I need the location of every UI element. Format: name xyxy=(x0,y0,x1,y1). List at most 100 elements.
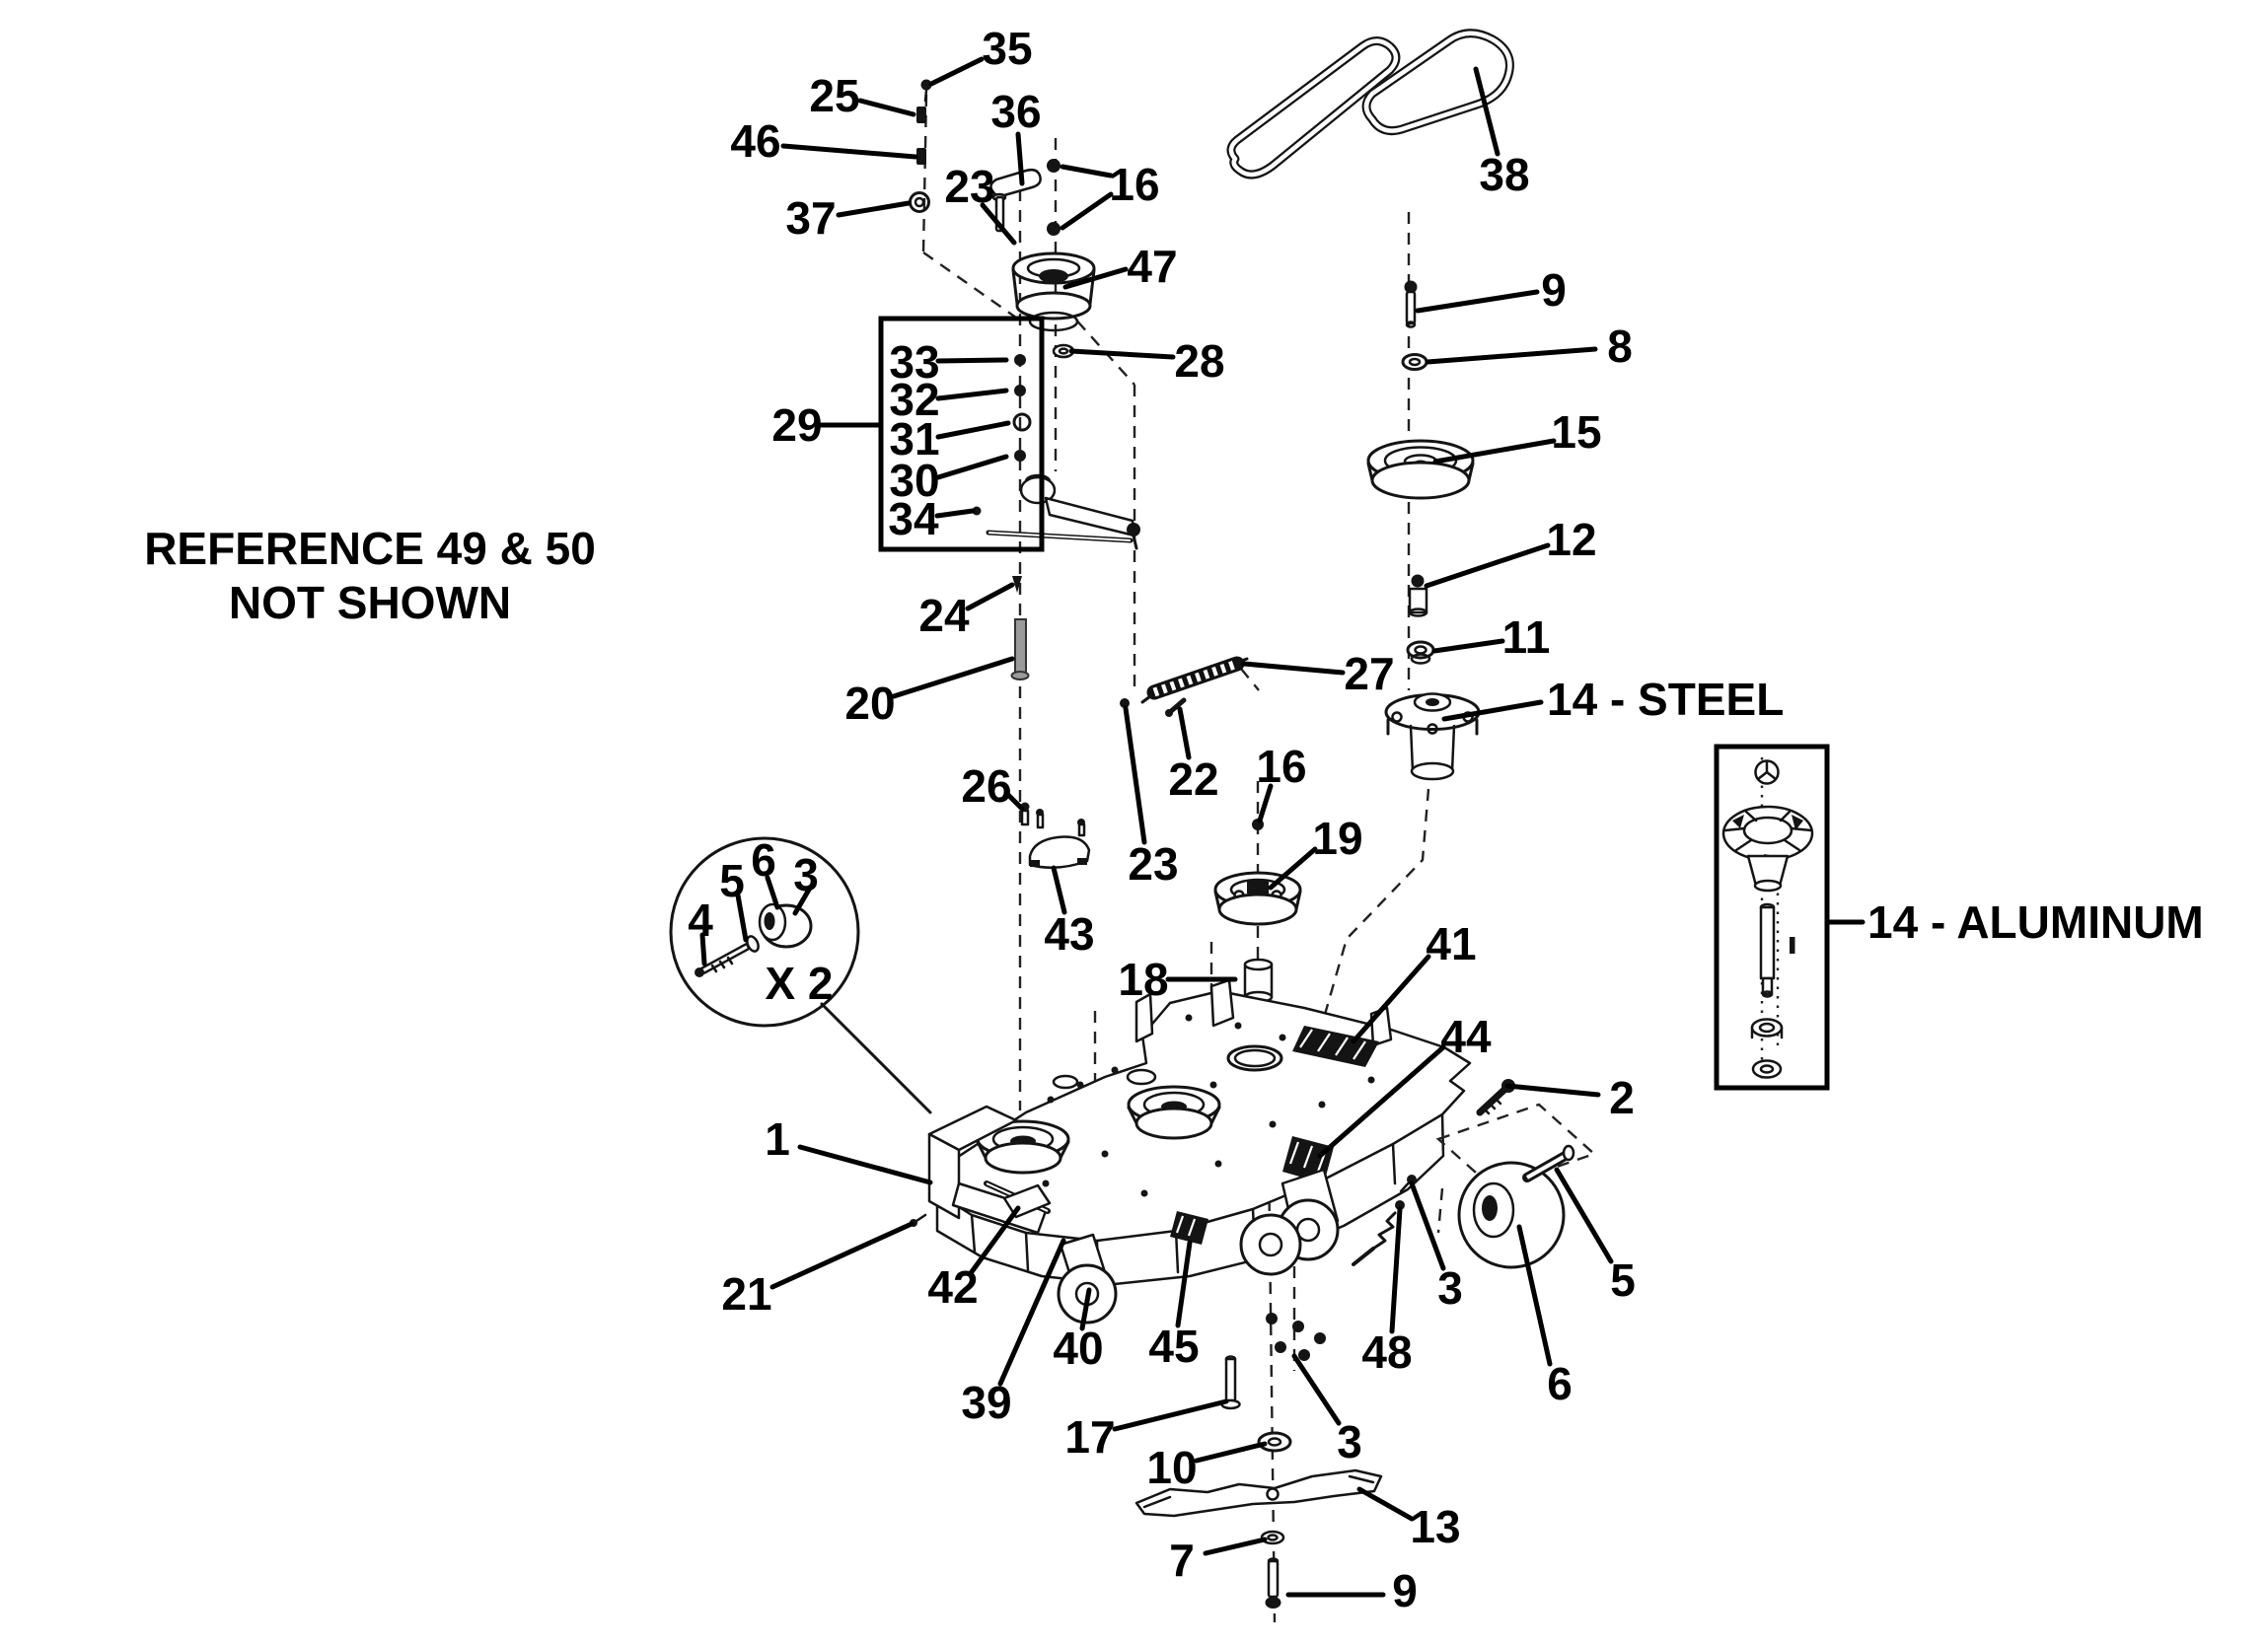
bolt-48 xyxy=(1352,1200,1405,1266)
callout-47-label: 47 xyxy=(1127,241,1177,292)
belt-38 xyxy=(1226,29,1514,179)
callout-35-label: 35 xyxy=(982,23,1032,74)
callout-17-label: 17 xyxy=(1064,1411,1115,1463)
callout-25-leader xyxy=(857,98,916,117)
callout-x2-label: X 2 xyxy=(765,958,833,1009)
callout-3-detail-label: 3 xyxy=(793,849,819,900)
callout-3-blade: 3 xyxy=(1291,1353,1362,1467)
callout-24-leader xyxy=(965,582,1015,611)
spindle-14-aluminum xyxy=(1721,757,1814,1081)
callout-13-leader xyxy=(1356,1486,1415,1522)
bolts-3-cluster xyxy=(1266,1313,1326,1361)
roller-front-left xyxy=(1057,1233,1118,1324)
callout-45: 45 xyxy=(1148,1240,1200,1372)
callout-28: 28 xyxy=(1068,335,1225,387)
plate-41 xyxy=(1292,1026,1379,1067)
caster-wheel-right xyxy=(1435,1079,1597,1269)
callout-43-leader xyxy=(1051,865,1067,915)
bolt-9-top xyxy=(1404,280,1418,328)
callout-17-leader xyxy=(1112,1398,1229,1432)
callout-9-top-label: 9 xyxy=(1541,264,1567,316)
callout-7-label: 7 xyxy=(1169,1535,1195,1586)
callout-21-leader xyxy=(769,1221,915,1290)
callout-9-top: 9 xyxy=(1415,264,1567,316)
roller-front-right-pair xyxy=(1239,1168,1340,1276)
callout-40-label: 40 xyxy=(1053,1323,1103,1374)
callout-20: 20 xyxy=(844,656,1015,729)
washer-10 xyxy=(1257,1431,1292,1453)
callout-39: 39 xyxy=(961,1238,1066,1428)
bolt-9-bottom xyxy=(1265,1557,1281,1609)
callout-10-leader xyxy=(1194,1441,1268,1464)
clevis-bracket-36 xyxy=(989,168,1042,233)
callout-14-steel-leader xyxy=(1441,699,1544,722)
callout-10-label: 10 xyxy=(1146,1442,1197,1493)
callout-18-label: 18 xyxy=(1118,954,1168,1005)
callout-23-mid-leader xyxy=(1123,705,1147,845)
callout-29: 29 xyxy=(771,399,884,451)
pin-24 xyxy=(1012,576,1022,593)
callout-1-leader xyxy=(797,1144,933,1185)
callout-35: 35 xyxy=(928,23,1033,87)
spacer-12 xyxy=(1408,574,1428,617)
callout-21-label: 21 xyxy=(721,1268,771,1320)
callout-25: 25 xyxy=(809,70,916,121)
callout-14-steel-label: 14 - STEEL xyxy=(1547,674,1784,725)
callout-9-bottom: 9 xyxy=(1285,1565,1418,1616)
callout-6-right-leader xyxy=(1516,1224,1553,1367)
callout-44: 44 xyxy=(1317,1011,1492,1159)
axle-5-right xyxy=(1522,1144,1575,1182)
callout-4-label: 4 xyxy=(688,895,713,946)
callout-18: 18 xyxy=(1118,954,1238,1005)
callout-25-label: 25 xyxy=(809,70,859,121)
callout-2-label: 2 xyxy=(1609,1072,1635,1123)
callout-3-right-label: 3 xyxy=(1437,1262,1463,1314)
callout-10: 10 xyxy=(1146,1441,1268,1493)
callout-3-detail: 3 xyxy=(792,849,819,916)
spacer-18 xyxy=(1243,958,1274,1004)
callout-23-top: 23 xyxy=(944,161,1017,246)
bolt-3-right xyxy=(1399,1175,1417,1193)
callout-7-leader xyxy=(1203,1537,1268,1556)
callout-15-leader xyxy=(1432,438,1557,465)
blade-13 xyxy=(1134,1468,1383,1518)
callout-16-top: 16 xyxy=(1060,159,1160,231)
callout-33-leader xyxy=(935,357,1009,364)
callout-41: 41 xyxy=(1351,918,1477,1044)
pin-22 xyxy=(1165,697,1187,717)
callout-26-leader xyxy=(1005,792,1025,812)
washer-5-detail xyxy=(746,935,760,953)
callout-22-leader xyxy=(1177,706,1192,760)
callout-23-top-leader xyxy=(980,202,1017,246)
callout-28-label: 28 xyxy=(1174,335,1224,387)
callout-27-leader xyxy=(1241,661,1346,676)
bolt-46 xyxy=(916,148,926,165)
reference-note-line1: REFERENCE 49 & 50 xyxy=(144,523,596,574)
nut-11 xyxy=(1406,640,1435,665)
callout-9-top-leader xyxy=(1415,289,1540,314)
callout-33: 33 xyxy=(889,336,1009,388)
callout-27: 27 xyxy=(1241,648,1395,699)
callout-5-detail-label: 5 xyxy=(719,855,745,906)
callout-46-label: 46 xyxy=(730,115,780,167)
callout-44-label: 44 xyxy=(1440,1011,1492,1062)
callout-41-leader xyxy=(1351,954,1431,1044)
callout-5-detail: 5 xyxy=(719,855,749,943)
callout-20-label: 20 xyxy=(844,678,895,729)
callout-41-label: 41 xyxy=(1426,918,1476,969)
callout-45-leader xyxy=(1175,1240,1193,1328)
callout-16-mid: 16 xyxy=(1256,741,1307,823)
hanger-bracket-left xyxy=(910,1105,1052,1235)
callout-30-label: 30 xyxy=(889,455,939,506)
callout-36-label: 36 xyxy=(990,86,1041,137)
callout-16-mid-label: 16 xyxy=(1256,741,1306,792)
callout-30: 30 xyxy=(889,454,1009,506)
callout-46: 46 xyxy=(730,115,918,167)
callout-6-detail-leader xyxy=(765,875,780,910)
callout-39-label: 39 xyxy=(961,1377,1011,1428)
callout-5-detail-leader xyxy=(735,893,749,943)
callout-28-leader xyxy=(1068,348,1176,360)
blade-hardware xyxy=(1134,1313,1383,1609)
callout-3-blade-label: 3 xyxy=(1337,1416,1362,1467)
callout-48: 48 xyxy=(1361,1206,1413,1378)
